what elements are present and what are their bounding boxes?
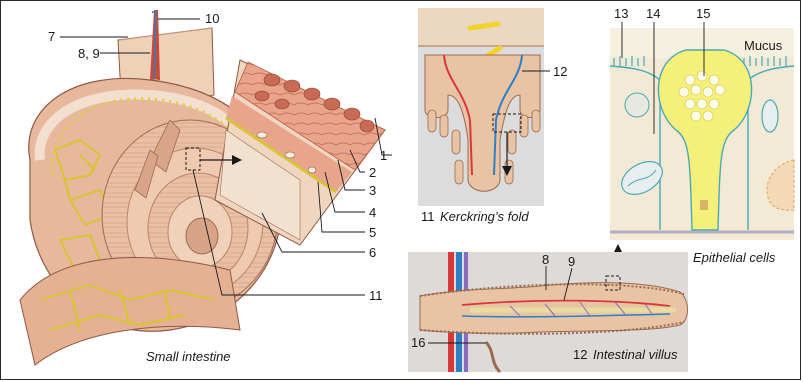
label-6: 6 [369,245,376,260]
villus-label-9: 9 [568,254,575,269]
caption-kerckring-number: 11 [421,209,435,224]
label-10: 10 [205,11,219,26]
epithelial-cells-panel [610,22,794,240]
caption-kerckring-text: Kerckring’s fold [440,209,529,224]
caption-small-intestine: Small intestine [146,349,231,364]
caption-epithelial-cells: Epithelial cells [693,250,776,265]
label-16: 16 [411,335,425,350]
small-intestine-illustration [20,10,385,365]
label-13: 13 [614,6,628,21]
label-12: 12 [553,64,567,79]
mucus-label: Mucus [744,38,783,53]
villus-label-8: 8 [542,252,549,267]
label-7: 7 [48,29,55,44]
label-14: 14 [646,6,660,21]
label-2: 2 [369,165,376,180]
label-8-9: 8, 9 [78,46,100,61]
label-5: 5 [369,225,376,240]
label-3: 3 [369,183,376,198]
label-11: 11 [369,288,383,303]
caption-villus-text: Intestinal villus [593,347,678,362]
label-4: 4 [369,205,376,220]
caption-villus-number: 12 [573,347,587,362]
label-1: 1 [380,148,387,163]
kerckring-fold-panel [418,8,550,206]
label-15: 15 [696,6,710,21]
